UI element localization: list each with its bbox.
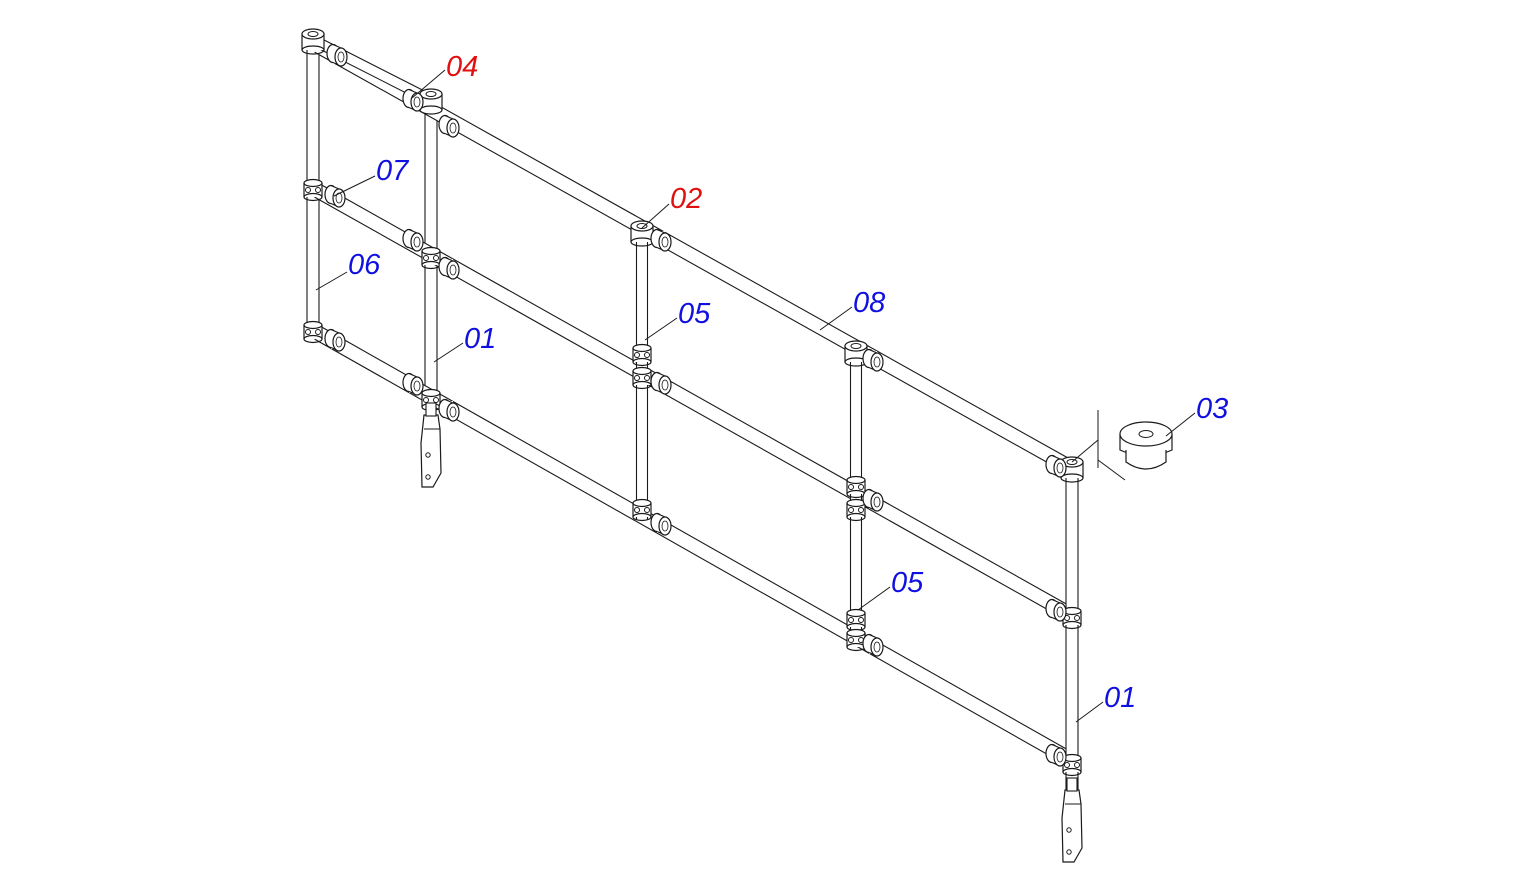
rail-collar-mid-right	[1045, 598, 1067, 622]
rail-collar-bottom-post2	[862, 633, 884, 657]
base-plate-right	[1061, 777, 1083, 863]
callout-02: 02	[670, 183, 702, 215]
post-clamp-left-mid	[421, 246, 441, 270]
rail-collar-top-post1	[650, 228, 672, 252]
detail-break-line-3	[1097, 459, 1126, 481]
post-clamp-rear-mid	[303, 178, 323, 202]
detail-break-line-2	[1071, 439, 1099, 463]
post-clamp-2-lower-mid	[846, 498, 866, 522]
callout-05-right: 05	[891, 567, 924, 599]
rail-collar-top-front	[438, 114, 460, 138]
top-fitting-right	[1060, 456, 1084, 483]
callout-06: 06	[348, 249, 381, 281]
leader-06	[315, 271, 348, 291]
rail-collar-bottom-rear	[324, 328, 346, 352]
intermediate-post-2	[849, 352, 863, 640]
cap-detail	[1071, 410, 1173, 481]
post-clamp-1-bottom	[632, 498, 652, 522]
post-top-fitting-1	[630, 220, 654, 247]
post-top-fitting-2	[844, 340, 868, 367]
post-clamp-2-mid	[846, 475, 866, 499]
callout-01-right: 01	[1104, 682, 1136, 714]
leader-08	[819, 306, 853, 331]
rail-collar-bottom-right	[1045, 743, 1067, 767]
leader-07	[333, 175, 376, 197]
rail-collar-top-post2	[862, 348, 884, 372]
rail-collar-bottom-post1	[650, 512, 672, 536]
rail-collar-mid-post1	[650, 371, 672, 395]
leader-02	[641, 203, 670, 229]
end-post-right	[1065, 468, 1079, 795]
callout-05-middle: 05	[678, 298, 711, 330]
end-cap-part	[1119, 421, 1173, 470]
top-fitting-rear	[301, 28, 325, 55]
post-clamp-rear-bottom	[303, 320, 323, 344]
callout-07: 07	[376, 155, 410, 187]
rail-collar-top-rear	[326, 43, 348, 67]
top-fitting-front-left	[419, 88, 443, 115]
base-plate-left	[420, 402, 442, 488]
callout-04: 04	[446, 51, 478, 83]
post-clamp-1-upper	[632, 343, 652, 367]
post-clamp-2-bottom	[846, 628, 866, 652]
rail-collar-bottom-front	[438, 398, 460, 422]
callout-leaders	[315, 69, 1196, 723]
rail-collar-top-right	[1045, 454, 1067, 478]
rail-collar-top-left	[402, 88, 424, 112]
guardrail-structure	[301, 28, 1084, 863]
rail-collar-mid-front	[438, 256, 460, 280]
callout-08: 08	[853, 287, 885, 319]
leader-01-left	[433, 342, 464, 363]
callout-01-left: 01	[464, 323, 496, 355]
rail-collar-mid-left	[402, 228, 424, 252]
callout-03: 03	[1196, 393, 1228, 425]
leader-04	[411, 69, 446, 99]
rail-collar-mid-post2	[862, 488, 884, 512]
rail-collar-bottom-left	[402, 372, 424, 396]
leader-05-right	[857, 586, 891, 611]
leader-05-middle	[644, 317, 678, 341]
leader-01-right	[1075, 701, 1104, 723]
leader-03	[1165, 412, 1196, 437]
